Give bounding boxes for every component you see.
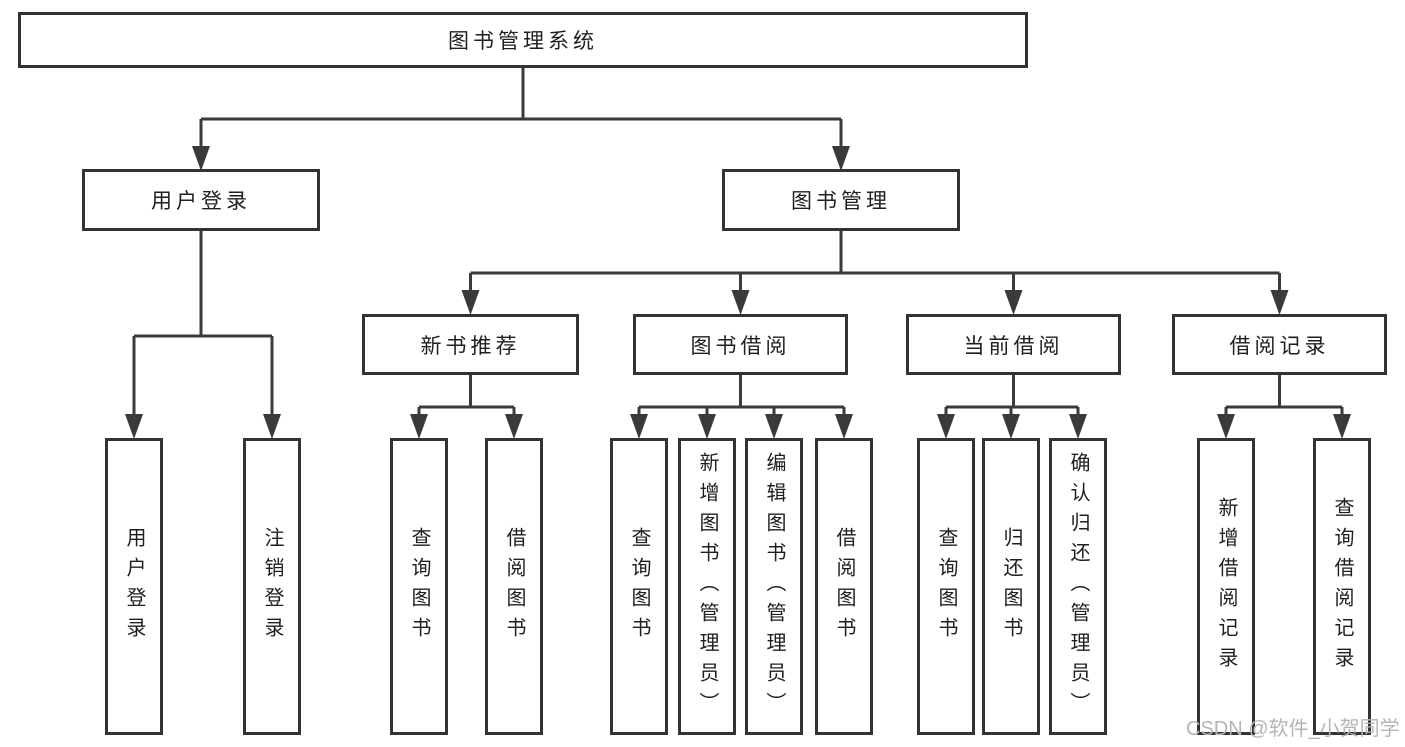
node-book-borrowing: 图书借阅 — [633, 314, 848, 375]
node-book-management: 图书管理 — [722, 169, 960, 231]
leaf-add-borrow-record: 新增借阅记录 — [1197, 438, 1255, 735]
node-book-borrowing-label: 图书借阅 — [690, 334, 791, 358]
leaf-query-books-3: 查询图书 — [917, 438, 975, 735]
leaf-confirm-return-admin-label: 确认归还（管理员） — [1067, 451, 1089, 722]
node-new-book-recommend: 新书推荐 — [362, 314, 579, 375]
node-borrowing-records-label: 借阅记录 — [1229, 334, 1330, 358]
leaf-logout-label: 注销登录 — [261, 526, 283, 647]
edge-book-management-to-level3 — [469, 231, 1281, 295]
arrow-borrowing-records — [1270, 290, 1289, 315]
leaf-add-book-admin: 新增图书（管理员） — [678, 438, 736, 735]
edge-book-borrowing-to-leaves — [637, 375, 846, 419]
arrowheads — [125, 146, 1351, 439]
arrow-leaf-query-books-1 — [410, 414, 428, 439]
arrow-leaf-query-borrow-record — [1333, 414, 1351, 439]
leaf-return-book: 归还图书 — [982, 438, 1040, 735]
leaf-query-books-2: 查询图书 — [610, 438, 668, 735]
arrow-book-borrowing — [731, 290, 750, 315]
edge-current-borrowing-to-leaves — [944, 375, 1080, 419]
node-user-login-label: 用户登录 — [151, 190, 251, 213]
leaf-query-books-1: 查询图书 — [390, 438, 448, 735]
leaf-borrow-books-2-label: 借阅图书 — [833, 526, 855, 647]
node-user-login: 用户登录 — [82, 169, 320, 231]
arrow-new-book-recommend — [461, 290, 480, 315]
leaf-logout: 注销登录 — [243, 438, 301, 735]
arrow-leaf-confirm-return — [1069, 414, 1087, 439]
leaf-edit-book-admin-label: 编辑图书（管理员） — [763, 451, 785, 722]
leaf-borrow-books-1-label: 借阅图书 — [503, 526, 525, 647]
leaf-query-books-3-label: 查询图书 — [935, 526, 957, 647]
node-root-label: 图书管理系统 — [448, 30, 598, 53]
arrow-current-borrowing — [1004, 290, 1023, 315]
leaf-query-books-1-label: 查询图书 — [408, 526, 430, 647]
leaf-user-login: 用户登录 — [105, 438, 163, 735]
csdn-watermark: CSDN @软件_小贺同学 — [1186, 718, 1400, 740]
arrow-leaf-user-login — [125, 414, 143, 439]
arrow-leaf-borrow-books-2 — [835, 414, 853, 439]
node-root-library-management-system: 图书管理系统 — [18, 12, 1028, 68]
leaf-query-borrow-record: 查询借阅记录 — [1313, 438, 1371, 735]
leaf-query-books-2-label: 查询图书 — [628, 526, 650, 647]
leaf-confirm-return-admin: 确认归还（管理员） — [1049, 438, 1107, 735]
leaf-borrow-books-2: 借阅图书 — [815, 438, 873, 735]
leaf-borrow-books-1: 借阅图书 — [485, 438, 543, 735]
arrow-leaf-borrow-books-1 — [505, 414, 523, 439]
node-current-borrowing-label: 当前借阅 — [963, 334, 1064, 358]
arrow-leaf-return-book — [1002, 414, 1020, 439]
arrow-leaf-logout — [263, 414, 281, 439]
leaf-user-login-label: 用户登录 — [123, 526, 145, 647]
node-borrowing-records: 借阅记录 — [1172, 314, 1387, 375]
edge-user-login-to-leaves — [132, 231, 274, 419]
arrow-leaf-query-books-2 — [630, 414, 648, 439]
arrow-leaf-query-books-3 — [937, 414, 955, 439]
arrow-leaf-edit-book — [765, 414, 783, 439]
edge-root-to-level2 — [199, 68, 843, 151]
leaf-edit-book-admin: 编辑图书（管理员） — [745, 438, 803, 735]
leaf-query-borrow-record-label: 查询借阅记录 — [1331, 496, 1353, 677]
node-book-management-label: 图书管理 — [791, 190, 891, 213]
arrow-leaf-add-borrow-record — [1217, 414, 1235, 439]
arrow-book-management — [832, 146, 850, 171]
leaf-add-book-admin-label: 新增图书（管理员） — [696, 451, 718, 722]
edge-new-book-recommend-to-leaves — [417, 375, 516, 419]
node-new-book-recommend-label: 新书推荐 — [420, 334, 521, 358]
leaf-return-book-label: 归还图书 — [1000, 526, 1022, 647]
node-current-borrowing: 当前借阅 — [906, 314, 1121, 375]
arrow-user-login — [192, 146, 210, 171]
edge-borrowing-records-to-leaves — [1224, 375, 1344, 419]
arrow-leaf-add-book — [698, 414, 716, 439]
leaf-add-borrow-record-label: 新增借阅记录 — [1215, 496, 1237, 677]
